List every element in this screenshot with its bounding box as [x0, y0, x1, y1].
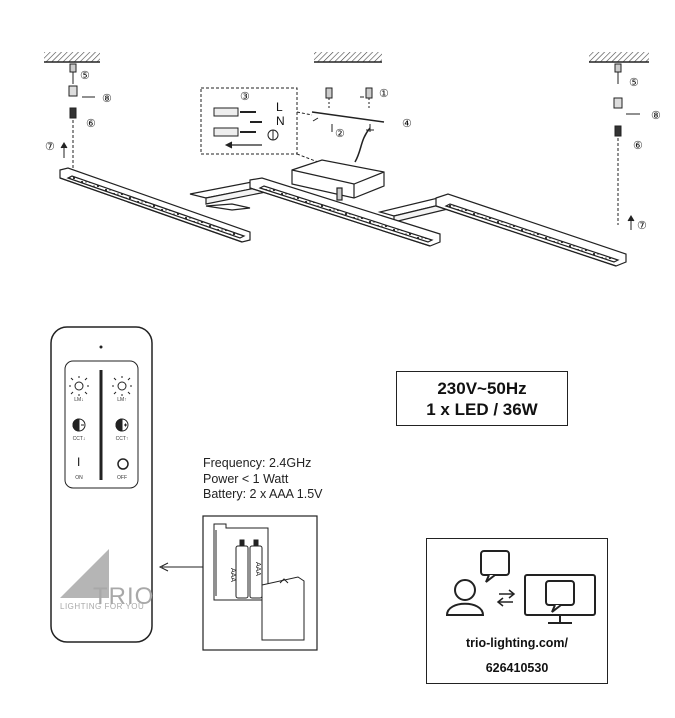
- led-bar-left: [59, 167, 251, 243]
- wiring-step-3: ③: [240, 91, 250, 103]
- brightness-down-icon: [69, 376, 89, 396]
- brightness-down-caption: LM↓: [74, 397, 84, 403]
- trio-logo: [60, 549, 109, 598]
- power-spec: Power < 1 Watt: [203, 471, 289, 486]
- support-url[interactable]: trio-lighting.com/: [465, 636, 569, 650]
- frequency-spec: Frequency: 2.4GHz: [203, 456, 312, 470]
- step-5-right: ⑤: [629, 77, 639, 89]
- remote-buttons: [69, 376, 132, 470]
- power-on-caption: ON: [75, 475, 83, 481]
- support-box: trio-lighting.com/ 626410530: [426, 538, 608, 684]
- wiring-detail: [200, 87, 319, 163]
- wiring-label-l: L: [276, 100, 283, 114]
- left-suspension: [60, 63, 95, 170]
- step-6-left: ⑥: [86, 118, 96, 130]
- power-off-caption: OFF: [117, 475, 127, 481]
- canopy: [291, 159, 385, 201]
- right-suspension: [613, 63, 640, 230]
- led-spec: 1 x LED / 36W: [426, 399, 538, 419]
- monitor-info-icon: [524, 574, 596, 624]
- person-icon: [445, 579, 485, 616]
- cct-up-caption: CCT↑: [115, 436, 129, 442]
- battery-spec: Battery: 2 x AAA 1.5V: [203, 487, 323, 501]
- led-bar-right: [435, 193, 627, 267]
- brand-tagline: LIGHTING FOR YOU: [60, 602, 145, 611]
- step-7-left: ⑦: [45, 141, 55, 153]
- voltage-spec: 230V~50Hz: [437, 378, 527, 398]
- product-code: 626410530: [485, 661, 549, 675]
- ceiling-left: [44, 52, 100, 63]
- cct-minus-icon: [72, 418, 86, 432]
- center-mount: [311, 87, 385, 163]
- battery-label-1: AAA: [229, 568, 236, 583]
- step-1: ①: [379, 88, 389, 100]
- pointer-arrow: [158, 562, 203, 572]
- brightness-up-icon: [112, 376, 132, 396]
- cct-down-caption: CCT↓: [72, 436, 86, 442]
- step-2: ②: [335, 128, 345, 140]
- step-5-left: ⑤: [80, 70, 90, 82]
- brightness-up-caption: LM↑: [117, 397, 127, 403]
- ceiling-center: [314, 52, 382, 63]
- step-4: ④: [402, 118, 412, 130]
- step-8-right: ⑧: [651, 110, 661, 122]
- ceiling-right: [589, 52, 649, 63]
- remote-control: [50, 326, 153, 643]
- power-off-icon: [117, 458, 129, 470]
- question-bubble-icon: [480, 550, 510, 583]
- step-8-left: ⑧: [102, 93, 112, 105]
- step-7-right: ⑦: [637, 220, 647, 232]
- cct-plus-icon: [115, 418, 129, 432]
- brand-name: TRIO: [93, 583, 155, 610]
- support-icons: [445, 550, 596, 624]
- step-6-right: ⑥: [633, 140, 643, 152]
- power-on-icon: I: [77, 455, 81, 469]
- battery-compartment: [202, 515, 318, 651]
- led-bar-center: [249, 177, 441, 247]
- exchange-arrows-icon: [496, 589, 516, 607]
- wiring-label-n: N: [276, 114, 285, 128]
- battery-label-2: AAA: [254, 562, 261, 577]
- remote-specs: Frequency: 2.4GHz Power < 1 Watt Battery…: [203, 456, 323, 503]
- electrical-spec-box: 230V~50Hz 1 x LED / 36W: [396, 371, 568, 426]
